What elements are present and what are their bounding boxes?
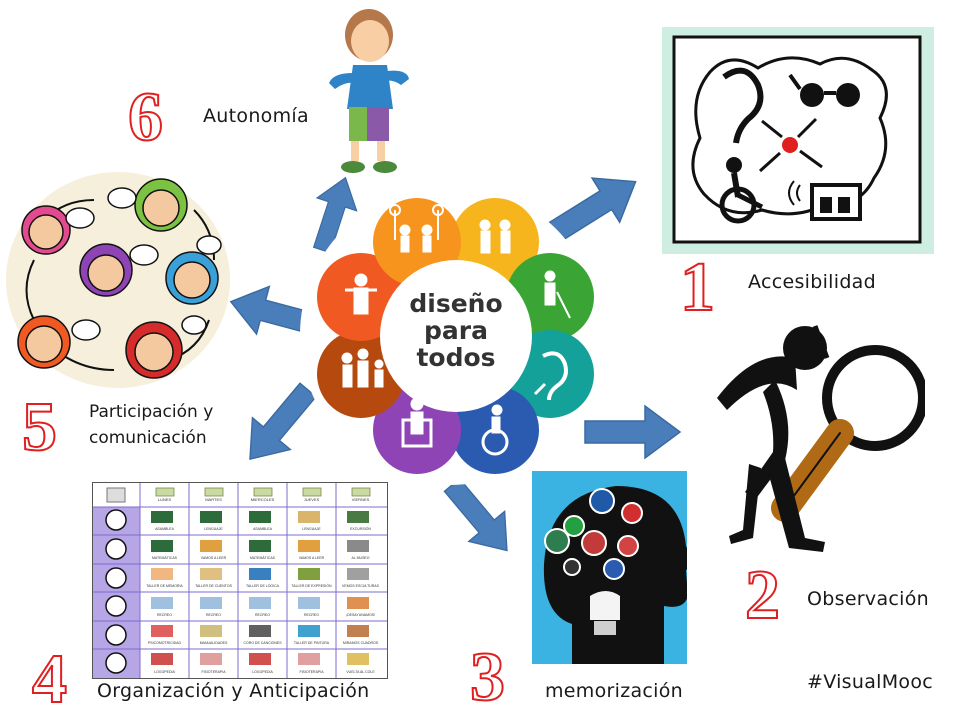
schedule-cells: ASAMBLEA LENGUAJE ASAMBLEA LENGUAJE EXCURSIÓ… [140,507,387,678]
schedule-cell-label: LENGUAJE [302,527,321,531]
schedule-cell-label: AL MUSEO [351,555,370,560]
schedule-cell-label: FISIOTERAPIA [299,669,324,674]
dressing-child-picture [323,5,413,180]
schedule-cell-label: LOGOPEDIA [154,669,175,674]
schedule-cell-label: VAMOS A LEER [298,555,325,560]
design-for-all-logo: diseño para todos [295,180,605,490]
weekly-schedule-table: LUNES MARTES MIERCOLES JUEVES VIERNES ASAMBL… [92,482,388,679]
schedule-cell-label: CORO DE CANCIONES [243,641,282,645]
schedule-cell-label: MATEMÁTICAS [151,555,178,560]
schedule-cell-label: VUELTA AL COLE [346,669,375,674]
brain-ideas-picture [532,471,687,664]
label-autonomia: Autonomía [203,105,309,127]
hashtag-visualmooc: #VisualMooc [807,671,934,693]
label-participacion-line-2: comunicación [89,428,207,448]
center-line-2: para [424,316,488,345]
label-observacion: Observación [807,588,929,610]
schedule-cell-label: MIRAMOS CUADROS [342,641,379,645]
children-conversation-picture [4,170,232,390]
number-3: 3 [469,638,506,717]
schedule-day-headers: LUNES MARTES MIERCOLES JUEVES VIERNES [140,497,387,507]
schedule-day-header: JUEVES [303,497,320,502]
schedule-cell-label: ¡DESAYUNAMOS! [345,612,376,617]
schedule-cell-label: RECREO [304,612,319,617]
number-1: 1 [679,248,716,327]
schedule-cell-label: TALLER DE MEMORIA [146,584,183,588]
schedule-cell-label: ASAMBLEA [155,527,174,531]
number-2: 2 [744,556,781,635]
schedule-cell-label: MATEMÁTICAS [249,555,276,560]
schedule-day-header: MARTES [205,497,222,502]
schedule-day-header: VIERNES [351,497,370,502]
center-title: diseño para todos [375,290,537,371]
number-4: 4 [31,640,68,719]
schedule-cell-label: EXCURSIÓN [350,527,371,531]
schedule-cell-label: RECREO [206,612,221,617]
label-organizacion: Organización y Anticipación [97,680,370,702]
schedule-cell-label: LENGUAJE [204,527,223,531]
schedule-cell-label: TALLER DE PINTURA [293,641,330,645]
center-line-1: diseño [409,289,503,318]
schedule-cell-label: VAMOS A LEER [200,555,227,560]
schedule-cell-label: PSICOMOTRICIDAD [147,641,182,645]
schedule-cell-label: MANUALIDADES [199,641,228,645]
label-participacion-line-1: Participación y [89,402,214,422]
label-accesibilidad: Accesibilidad [748,271,876,293]
schedule-cell-label: FISIOTERAPIA [201,669,226,674]
schedule-cell-label: RECREO [255,612,270,617]
schedule-cell-label: VEMOS ESCULTURAS [342,584,379,588]
accessibility-picture [662,27,934,254]
label-memorizacion: memorización [545,680,684,702]
schedule-cell-label: TALLER DE CUENTOS [195,584,232,588]
schedule-cell-label: LOGOPEDIA [252,669,273,674]
schedule-cell-label: ASAMBLEA [253,527,272,531]
label-participacion: Participación y comunicación [89,399,213,451]
number-5: 5 [21,388,58,467]
schedule-cell-label: TALLER DE EXPRESIÓN [291,584,332,588]
schedule-cell-label: RECREO [157,612,172,617]
schedule-cell-label: TALLER DE LÓGICA [245,584,279,588]
observer-with-magnifier-picture [705,318,925,558]
center-line-3: todos [416,343,496,372]
schedule-day-header: MIERCOLES [250,497,275,502]
number-6: 6 [127,78,164,157]
schedule-day-header: LUNES [157,497,172,502]
